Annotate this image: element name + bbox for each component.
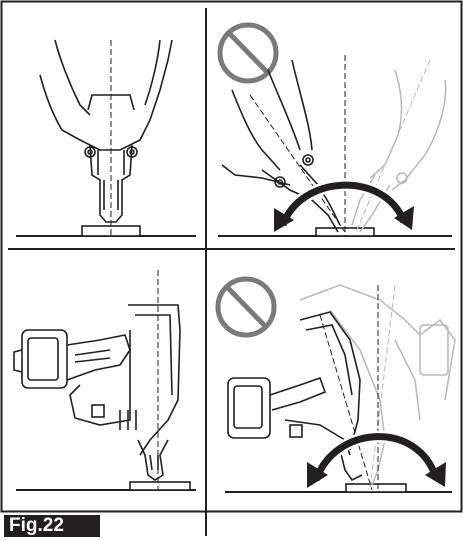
panel-bottom-right: [215, 276, 456, 493]
panel-bottom-left: [13, 270, 196, 491]
figure-border: [0, 0, 463, 513]
rotate-arrow-icon: [274, 179, 414, 232]
panel-top-left: [16, 39, 196, 237]
prohibition-icon: [217, 22, 279, 84]
panel-top-right: [217, 22, 452, 237]
figure-label: Fig.22: [4, 515, 100, 537]
prohibition-icon: [215, 276, 277, 338]
rotate-arrow-icon: [307, 430, 446, 488]
